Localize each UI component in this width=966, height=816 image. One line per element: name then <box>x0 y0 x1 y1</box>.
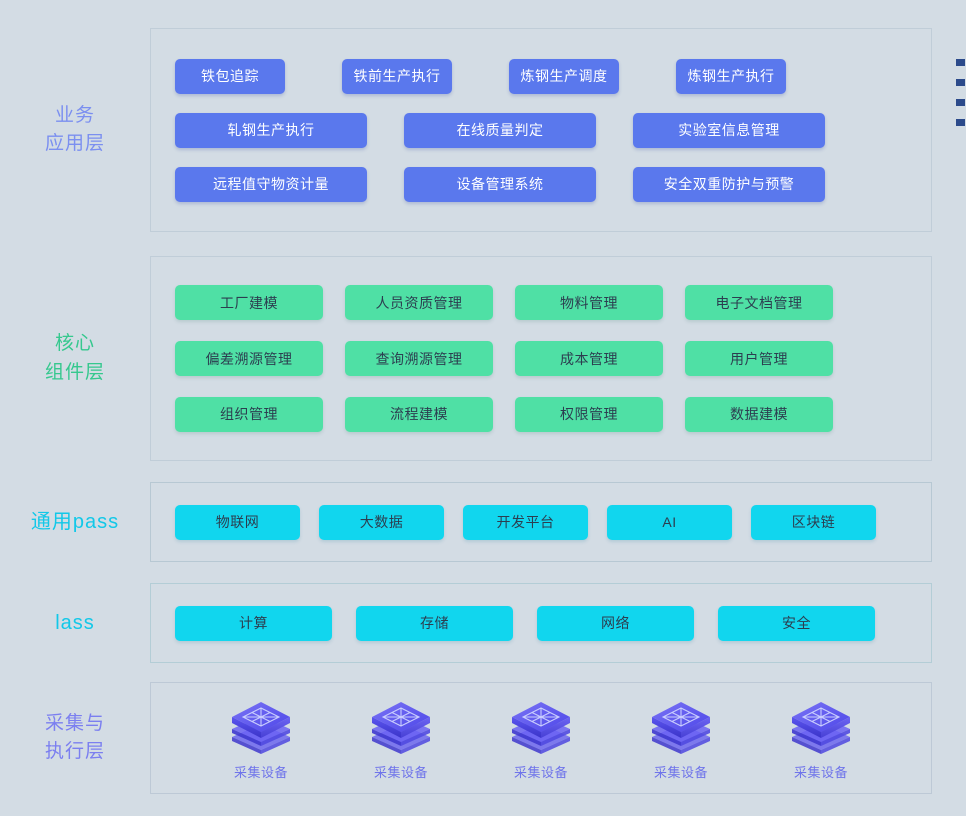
core-chip-dianzi-wendang-guanli[interactable]: 电子文档管理 <box>685 285 833 321</box>
core-chip-shuju-jianmo[interactable]: 数据建模 <box>685 396 833 432</box>
layer-panel-core-component: 工厂建模 人员资质管理 物料管理 电子文档管理 偏差溯源管理 查询溯源管理 成本… <box>150 256 932 461</box>
app-chip-yuancheng-zhishou-wuzi-jiliang[interactable]: 远程值守物资计量 <box>175 166 367 202</box>
device-cube-icon <box>648 696 714 758</box>
device-cube-icon <box>508 696 574 758</box>
app-chip-tiebao-zhuizong[interactable]: 铁包追踪 <box>175 58 285 94</box>
chip-row: 轧钢生产执行 在线质量判定 实验室信息管理 <box>151 103 931 157</box>
app-chip-shebei-guanli-xitong[interactable]: 设备管理系统 <box>404 166 596 202</box>
device-item[interactable]: 采集设备 <box>346 696 456 781</box>
chip-row: 偏差溯源管理 查询溯源管理 成本管理 用户管理 <box>151 331 931 387</box>
app-chip-anquan-shuangchong-fanghu[interactable]: 安全双重防护与预警 <box>633 166 825 202</box>
core-chip-chengben-guanli[interactable]: 成本管理 <box>515 341 663 376</box>
core-chip-chaxun-suyuan-guanli[interactable]: 查询溯源管理 <box>345 341 493 376</box>
core-chip-wuliao-guanli[interactable]: 物料管理 <box>515 285 663 321</box>
device-label: 采集设备 <box>373 764 428 780</box>
app-chip-liangang-shengchan-diaodu[interactable]: 炼钢生产调度 <box>509 58 619 94</box>
layer-business-application: 业务 应用层 铁包追踪 铁前生产执行 炼钢生产调度 炼钢生产执行 轧钢生产执行 … <box>0 28 966 232</box>
edge-marker <box>956 99 965 106</box>
app-chip-liangang-shengchan-zhixing[interactable]: 炼钢生产执行 <box>676 58 786 94</box>
chip-row: 远程值守物资计量 设备管理系统 安全双重防护与预警 <box>151 157 931 211</box>
device-cube-icon <box>228 696 294 758</box>
edge-marker <box>956 79 965 86</box>
iaas-chip-cunchu[interactable]: 存储 <box>356 605 513 641</box>
device-row: 采集设备 <box>151 683 931 793</box>
chip-row: 铁包追踪 铁前生产执行 炼钢生产调度 炼钢生产执行 <box>151 49 931 103</box>
core-chip-gongchang-jianmo[interactable]: 工厂建模 <box>175 285 323 321</box>
device-label: 采集设备 <box>513 764 568 780</box>
edge-marker <box>956 59 965 66</box>
device-cube-icon <box>788 696 854 758</box>
layer-panel-acquisition-execution: 采集设备 <box>150 682 932 794</box>
core-chip-zuzhi-guanli[interactable]: 组织管理 <box>175 396 323 432</box>
device-cube-icon <box>368 696 434 758</box>
layer-label-core-component: 核心 组件层 <box>44 333 105 383</box>
app-chip-zaixian-zhiliang-panding[interactable]: 在线质量判定 <box>404 112 596 148</box>
device-label: 采集设备 <box>793 764 848 780</box>
device-item[interactable]: 采集设备 <box>766 696 876 781</box>
pass-chip-kaifa-pingtai[interactable]: 开发平台 <box>463 504 588 540</box>
chip-row: 工厂建模 人员资质管理 物料管理 电子文档管理 <box>151 275 931 331</box>
layer-panel-iaas: 计算 存储 网络 安全 <box>150 583 932 663</box>
pass-chip-dashuju[interactable]: 大数据 <box>319 504 444 540</box>
iaas-chip-jisuan[interactable]: 计算 <box>175 605 332 641</box>
device-item[interactable]: 采集设备 <box>626 696 736 781</box>
layer-acquisition-execution: 采集与 执行层 <box>0 682 966 794</box>
pass-chip-qukuailian[interactable]: 区块链 <box>751 504 876 540</box>
core-chip-piancha-suyuan-guanli[interactable]: 偏差溯源管理 <box>175 341 323 376</box>
iaas-chip-wangluo[interactable]: 网络 <box>537 605 694 641</box>
device-item[interactable]: 采集设备 <box>206 696 316 781</box>
core-chip-renyuan-zizhi-guanli[interactable]: 人员资质管理 <box>345 285 493 321</box>
layer-general-pass: 通用pass 物联网 大数据 开发平台 AI 区块链 <box>0 482 966 562</box>
layer-label-business-application: 业务 应用层 <box>44 104 105 155</box>
pass-chip-wulianwang[interactable]: 物联网 <box>175 504 300 540</box>
layer-label-general-pass: 通用pass <box>30 511 120 533</box>
device-item[interactable]: 采集设备 <box>486 696 596 781</box>
chip-row: 计算 存储 网络 安全 <box>151 584 931 662</box>
layer-panel-general-pass: 物联网 大数据 开发平台 AI 区块链 <box>150 482 932 562</box>
device-label: 采集设备 <box>233 764 288 780</box>
layer-panel-business-application: 铁包追踪 铁前生产执行 炼钢生产调度 炼钢生产执行 轧钢生产执行 在线质量判定 … <box>150 28 932 232</box>
iaas-chip-anquan[interactable]: 安全 <box>718 605 875 641</box>
chip-row: 组织管理 流程建模 权限管理 数据建模 <box>151 386 931 442</box>
pass-chip-ai[interactable]: AI <box>607 504 732 540</box>
core-chip-yonghu-guanli[interactable]: 用户管理 <box>685 341 833 376</box>
core-chip-quanxian-guanli[interactable]: 权限管理 <box>515 396 663 432</box>
layer-label-acquisition-execution: 采集与 执行层 <box>44 712 105 763</box>
core-chip-liucheng-jianmo[interactable]: 流程建模 <box>345 396 493 432</box>
edge-marker-list <box>956 59 966 126</box>
chip-row: 物联网 大数据 开发平台 AI 区块链 <box>151 483 931 561</box>
edge-marker <box>956 119 965 126</box>
app-chip-tieqian-shengchan-zhixing[interactable]: 铁前生产执行 <box>342 58 452 94</box>
layer-label-iaas: lass <box>55 612 95 634</box>
device-label: 采集设备 <box>653 764 708 780</box>
layer-iaas: lass 计算 存储 网络 安全 <box>0 583 966 663</box>
layer-core-component: 核心 组件层 工厂建模 人员资质管理 物料管理 电子文档管理 偏差溯源管理 查询… <box>0 256 966 461</box>
app-chip-zhagang-shengchan-zhixing[interactable]: 轧钢生产执行 <box>175 112 367 148</box>
app-chip-shiyanshi-xinxi-guanli[interactable]: 实验室信息管理 <box>633 112 825 148</box>
